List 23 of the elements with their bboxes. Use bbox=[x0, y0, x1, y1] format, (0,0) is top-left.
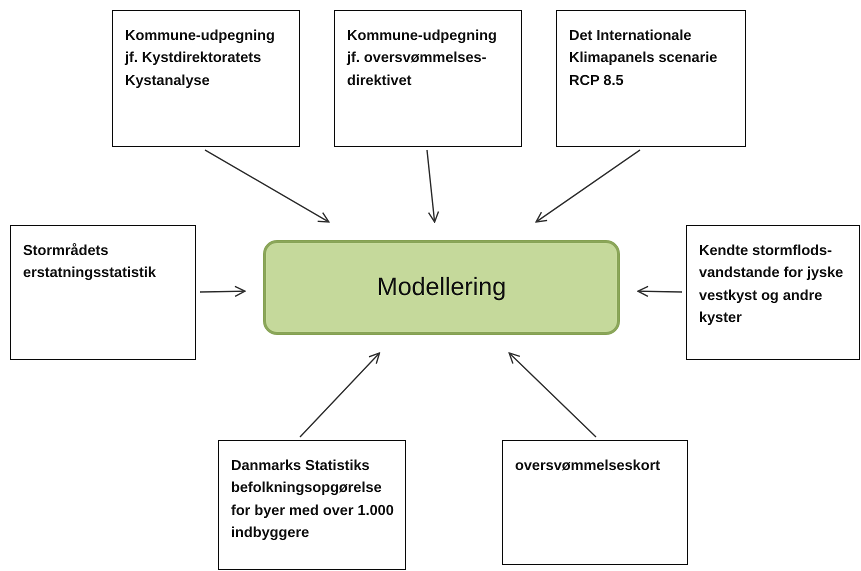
process-box bbox=[263, 240, 620, 335]
arrow bbox=[637, 286, 682, 298]
source-box bbox=[112, 10, 300, 147]
source-box bbox=[10, 225, 196, 360]
arrow bbox=[535, 149, 640, 223]
arrow bbox=[300, 352, 380, 438]
arrow bbox=[426, 150, 440, 223]
source-box bbox=[218, 440, 406, 570]
source-box bbox=[334, 10, 522, 147]
arrow bbox=[204, 149, 330, 223]
arrow bbox=[508, 352, 596, 438]
arrow bbox=[200, 286, 246, 298]
box-text: Modellering bbox=[376, 273, 506, 302]
box-text: Kommune-udpegning jf. oversvømmelses-direktivet bbox=[347, 27, 498, 91]
source-box bbox=[556, 10, 746, 147]
box-text: oversvømmelseskort bbox=[515, 457, 662, 476]
box-text: Det Internationale Klimapanels scenarie RCP 8.5 bbox=[569, 27, 718, 91]
box-text: Kendte stormflods-vandstande for jyske vestkyst og andre kyster bbox=[699, 242, 844, 328]
box-text: Kommune-udpegning jf. Kystdirektoratets Kystanalyse bbox=[125, 27, 276, 91]
source-box bbox=[686, 225, 860, 360]
source-box bbox=[502, 440, 688, 565]
box-text: Danmarks Statistiks befolkningsopgørelse for byer med over 1.000 indbyggere bbox=[231, 457, 395, 544]
box-text: Stormrådets erstatningsstatistik bbox=[23, 242, 157, 284]
